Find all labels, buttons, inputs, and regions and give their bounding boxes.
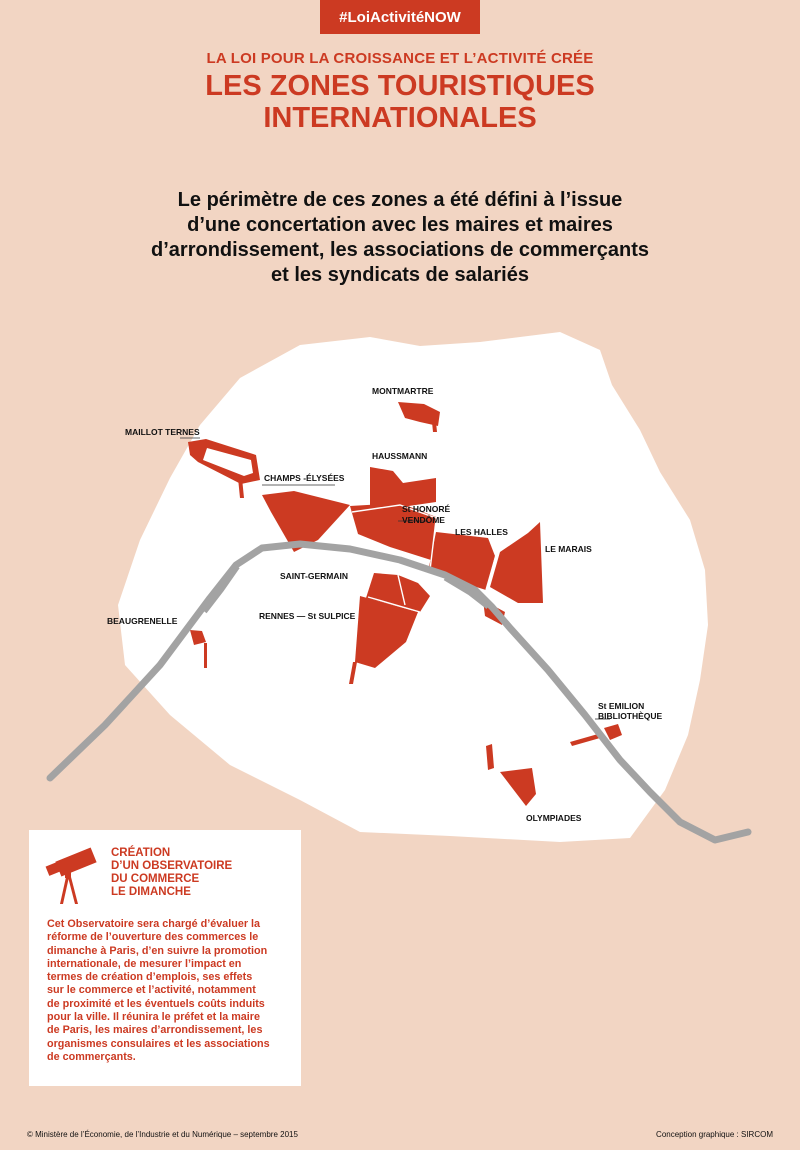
street-line xyxy=(429,519,437,571)
observatoire-title: CRÉATION D’UN OBSERVATOIRE DU COMMERCE L… xyxy=(111,847,291,899)
observatoire-body-line: de Paris, les maires d’arrondissement, l… xyxy=(47,1024,263,1037)
zone-montmartre-stub xyxy=(432,422,437,432)
zone-champs-elysees xyxy=(262,491,350,552)
observatoire-body-line: réforme de l’ouverture des commerces le xyxy=(47,931,259,944)
street-line xyxy=(397,574,406,606)
observatoire-title-line: D’UN OBSERVATOIRE xyxy=(111,860,233,872)
footer-credit: Conception graphique : SIRCOM xyxy=(656,1130,773,1139)
zone-beaugrenelle-stub xyxy=(204,643,207,668)
zone-olympiades xyxy=(500,768,536,806)
zone-beaugrenelle xyxy=(190,630,206,645)
observatoire-body-line: pour la ville. Il réunira le préfet et l… xyxy=(47,1011,261,1024)
observatoire-body-line: internationale, de mesurer l’impact en xyxy=(47,957,242,970)
zone-rennes-st-sulpice xyxy=(355,596,418,668)
zone-st-honore-vendome xyxy=(350,503,436,560)
observatoire-body-line: de proximité et les éventuels coûts indu… xyxy=(47,997,265,1010)
telescope-icon xyxy=(45,847,97,904)
intro-line: d’une concertation avec les maires et ma… xyxy=(187,214,613,236)
leader-lines xyxy=(180,437,610,720)
street-line xyxy=(367,596,421,613)
zone-maillot-inner xyxy=(203,448,253,476)
title-line-2: INTERNATIONALES xyxy=(263,102,537,134)
label-champs-elysees: CHAMPS -ÉLYSÉES xyxy=(264,473,345,483)
footer-copyright: © Ministère de l’Économie, de l’Industri… xyxy=(27,1130,298,1139)
zone-rennes-stub xyxy=(349,662,357,684)
label-rennes-st-sulpice: RENNES — St SULPICE xyxy=(259,611,356,621)
observatoire-title-line: DU COMMERCE xyxy=(111,873,200,885)
observatoire-title-line: CRÉATION xyxy=(111,847,171,859)
observatoire-body-line: termes de création d’emplois, ses effets xyxy=(47,971,253,984)
label-st-honore: St HONORÉ xyxy=(402,504,451,514)
observatoire-box: CRÉATION D’UN OBSERVATOIRE DU COMMERCE L… xyxy=(29,830,301,1086)
label-haussmann: HAUSSMANN xyxy=(372,451,427,461)
title-line-1: LES ZONES TOURISTIQUES xyxy=(205,70,595,102)
zone-montmartre xyxy=(398,402,440,426)
label-saint-germain: SAINT-GERMAIN xyxy=(280,571,348,581)
observatoire-body-line: sur le commerce et l’activité, notamment xyxy=(47,984,256,997)
page-title: LES ZONES TOURISTIQUES INTERNATIONALES xyxy=(0,70,800,134)
zone-maillot-stub xyxy=(238,478,244,498)
observatoire-body-line: Cet Observatoire sera chargé d’évaluer l… xyxy=(47,918,261,930)
street-line xyxy=(485,554,497,591)
label-montmartre: MONTMARTRE xyxy=(372,386,434,396)
zone-streets xyxy=(351,504,497,613)
street-line xyxy=(351,504,437,519)
seine-west-arm xyxy=(203,565,240,614)
label-st-emilion: St EMILION xyxy=(598,701,644,711)
label-bibliotheque: BIBLIOTHÈQUE xyxy=(598,711,663,721)
kicker-heading: LA LOI POUR LA CROISSANCE ET L’ACTIVITÉ … xyxy=(206,50,594,67)
zone-le-marais xyxy=(490,522,543,603)
zone-haussmann xyxy=(370,467,436,512)
observatoire-title-line: LE DIMANCHE xyxy=(111,886,191,898)
label-beaugrenelle: BEAUGRENELLE xyxy=(107,616,178,626)
zone-st-emilion xyxy=(604,724,622,740)
zone-olympiades-stub xyxy=(486,744,494,770)
observatoire-body: Cet Observatoire sera chargé d’évaluer l… xyxy=(47,918,292,1064)
label-le-marais: LE MARAIS xyxy=(545,544,592,554)
intro-line: Le périmètre de ces zones a été défini à… xyxy=(177,189,623,211)
observatoire-body-line: dimanche à Paris, d’en suivre la promoti… xyxy=(47,944,268,957)
label-olympiades: OLYMPIADES xyxy=(526,813,582,823)
intro-line: et les syndicats de salariés xyxy=(271,264,529,286)
hashtag-badge: #LoiActivitéNOW xyxy=(320,0,480,34)
seine-river xyxy=(46,540,752,844)
label-vendome: VENDÔME xyxy=(402,514,445,525)
label-les-halles: LES HALLES xyxy=(455,527,508,537)
zone-st-emilion-bar xyxy=(570,734,600,746)
zone-saint-germain xyxy=(366,573,430,612)
intro-text: Le périmètre de ces zones a été défini à… xyxy=(120,188,680,288)
seine-arm xyxy=(443,575,490,609)
intro-line: d’arrondissement, les associations de co… xyxy=(151,239,649,261)
observatoire-body-line: organismes consulaires et les associatio… xyxy=(47,1037,270,1050)
tourist-zones xyxy=(188,402,622,806)
label-maillot-ternes: MAILLOT TERNES xyxy=(125,427,200,437)
observatoire-body-line: de commerçants. xyxy=(47,1050,136,1063)
